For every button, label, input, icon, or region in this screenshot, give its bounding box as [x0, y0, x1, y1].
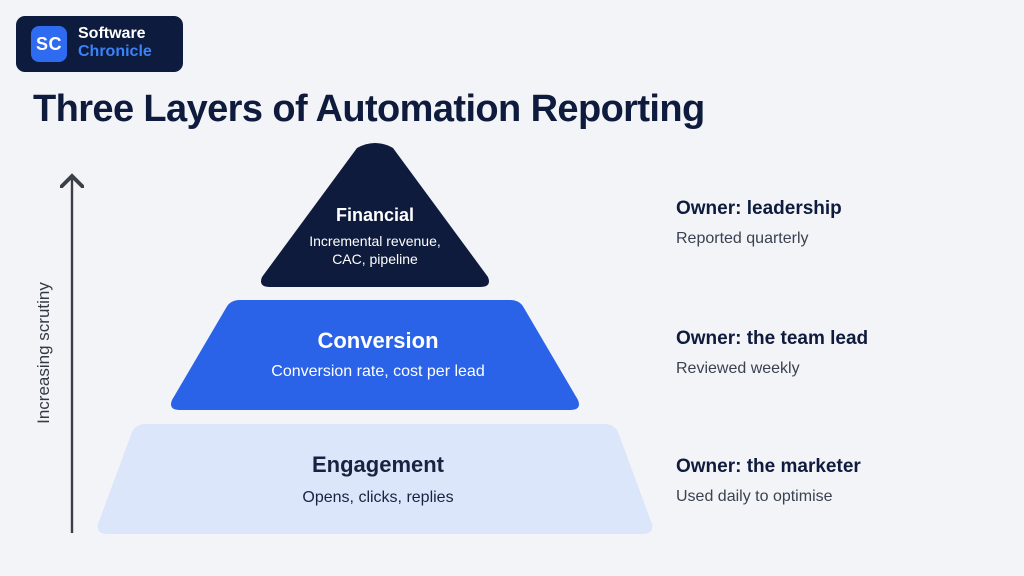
- owner-cadence: Used daily to optimise: [676, 488, 833, 505]
- page-title: Three Layers of Automation Reporting: [33, 88, 705, 130]
- owner-name: Owner: the marketer: [676, 456, 861, 477]
- brand-logo: SC Software Chronicle: [16, 16, 183, 72]
- layer-title: Engagement: [311, 452, 445, 477]
- layer-title: Financial: [335, 205, 415, 225]
- layer-financial-shape: [261, 143, 489, 287]
- layer-description: Incremental revenue, CAC, pipeline: [280, 232, 470, 268]
- owner-name: Owner: leadership: [676, 198, 842, 219]
- brand-name-line1: Software: [78, 25, 146, 42]
- brand-name-line2: Chronicle: [78, 43, 152, 60]
- brand-mark: SC: [31, 26, 67, 62]
- scrutiny-axis-label: Increasing scrutiny: [34, 282, 53, 424]
- layer-title: Conversion: [317, 328, 439, 353]
- layer-description: Opens, clicks, replies: [302, 489, 454, 506]
- owner-financial: Owner: leadership Reported quarterly: [676, 198, 842, 248]
- layer-description: Conversion rate, cost per lead: [271, 363, 485, 380]
- owner-cadence: Reported quarterly: [676, 230, 809, 247]
- owner-engagement: Owner: the marketer Used daily to optimi…: [676, 456, 861, 506]
- layer-description-line: Incremental revenue,: [309, 233, 441, 249]
- layer-conversion: Conversion Conversion rate, cost per lea…: [230, 328, 526, 383]
- owner-name: Owner: the team lead: [676, 328, 869, 349]
- layer-engagement: Engagement Opens, clicks, replies: [230, 452, 526, 509]
- layer-engagement-shape: [97, 424, 653, 534]
- owner-cadence: Reviewed weekly: [676, 360, 800, 377]
- layer-financial: Financial Incremental revenue, CAC, pipe…: [280, 205, 470, 268]
- layer-description-line: CAC, pipeline: [332, 251, 418, 268]
- owner-conversion: Owner: the team lead Reviewed weekly: [676, 328, 868, 378]
- layer-conversion-shape: [171, 300, 579, 410]
